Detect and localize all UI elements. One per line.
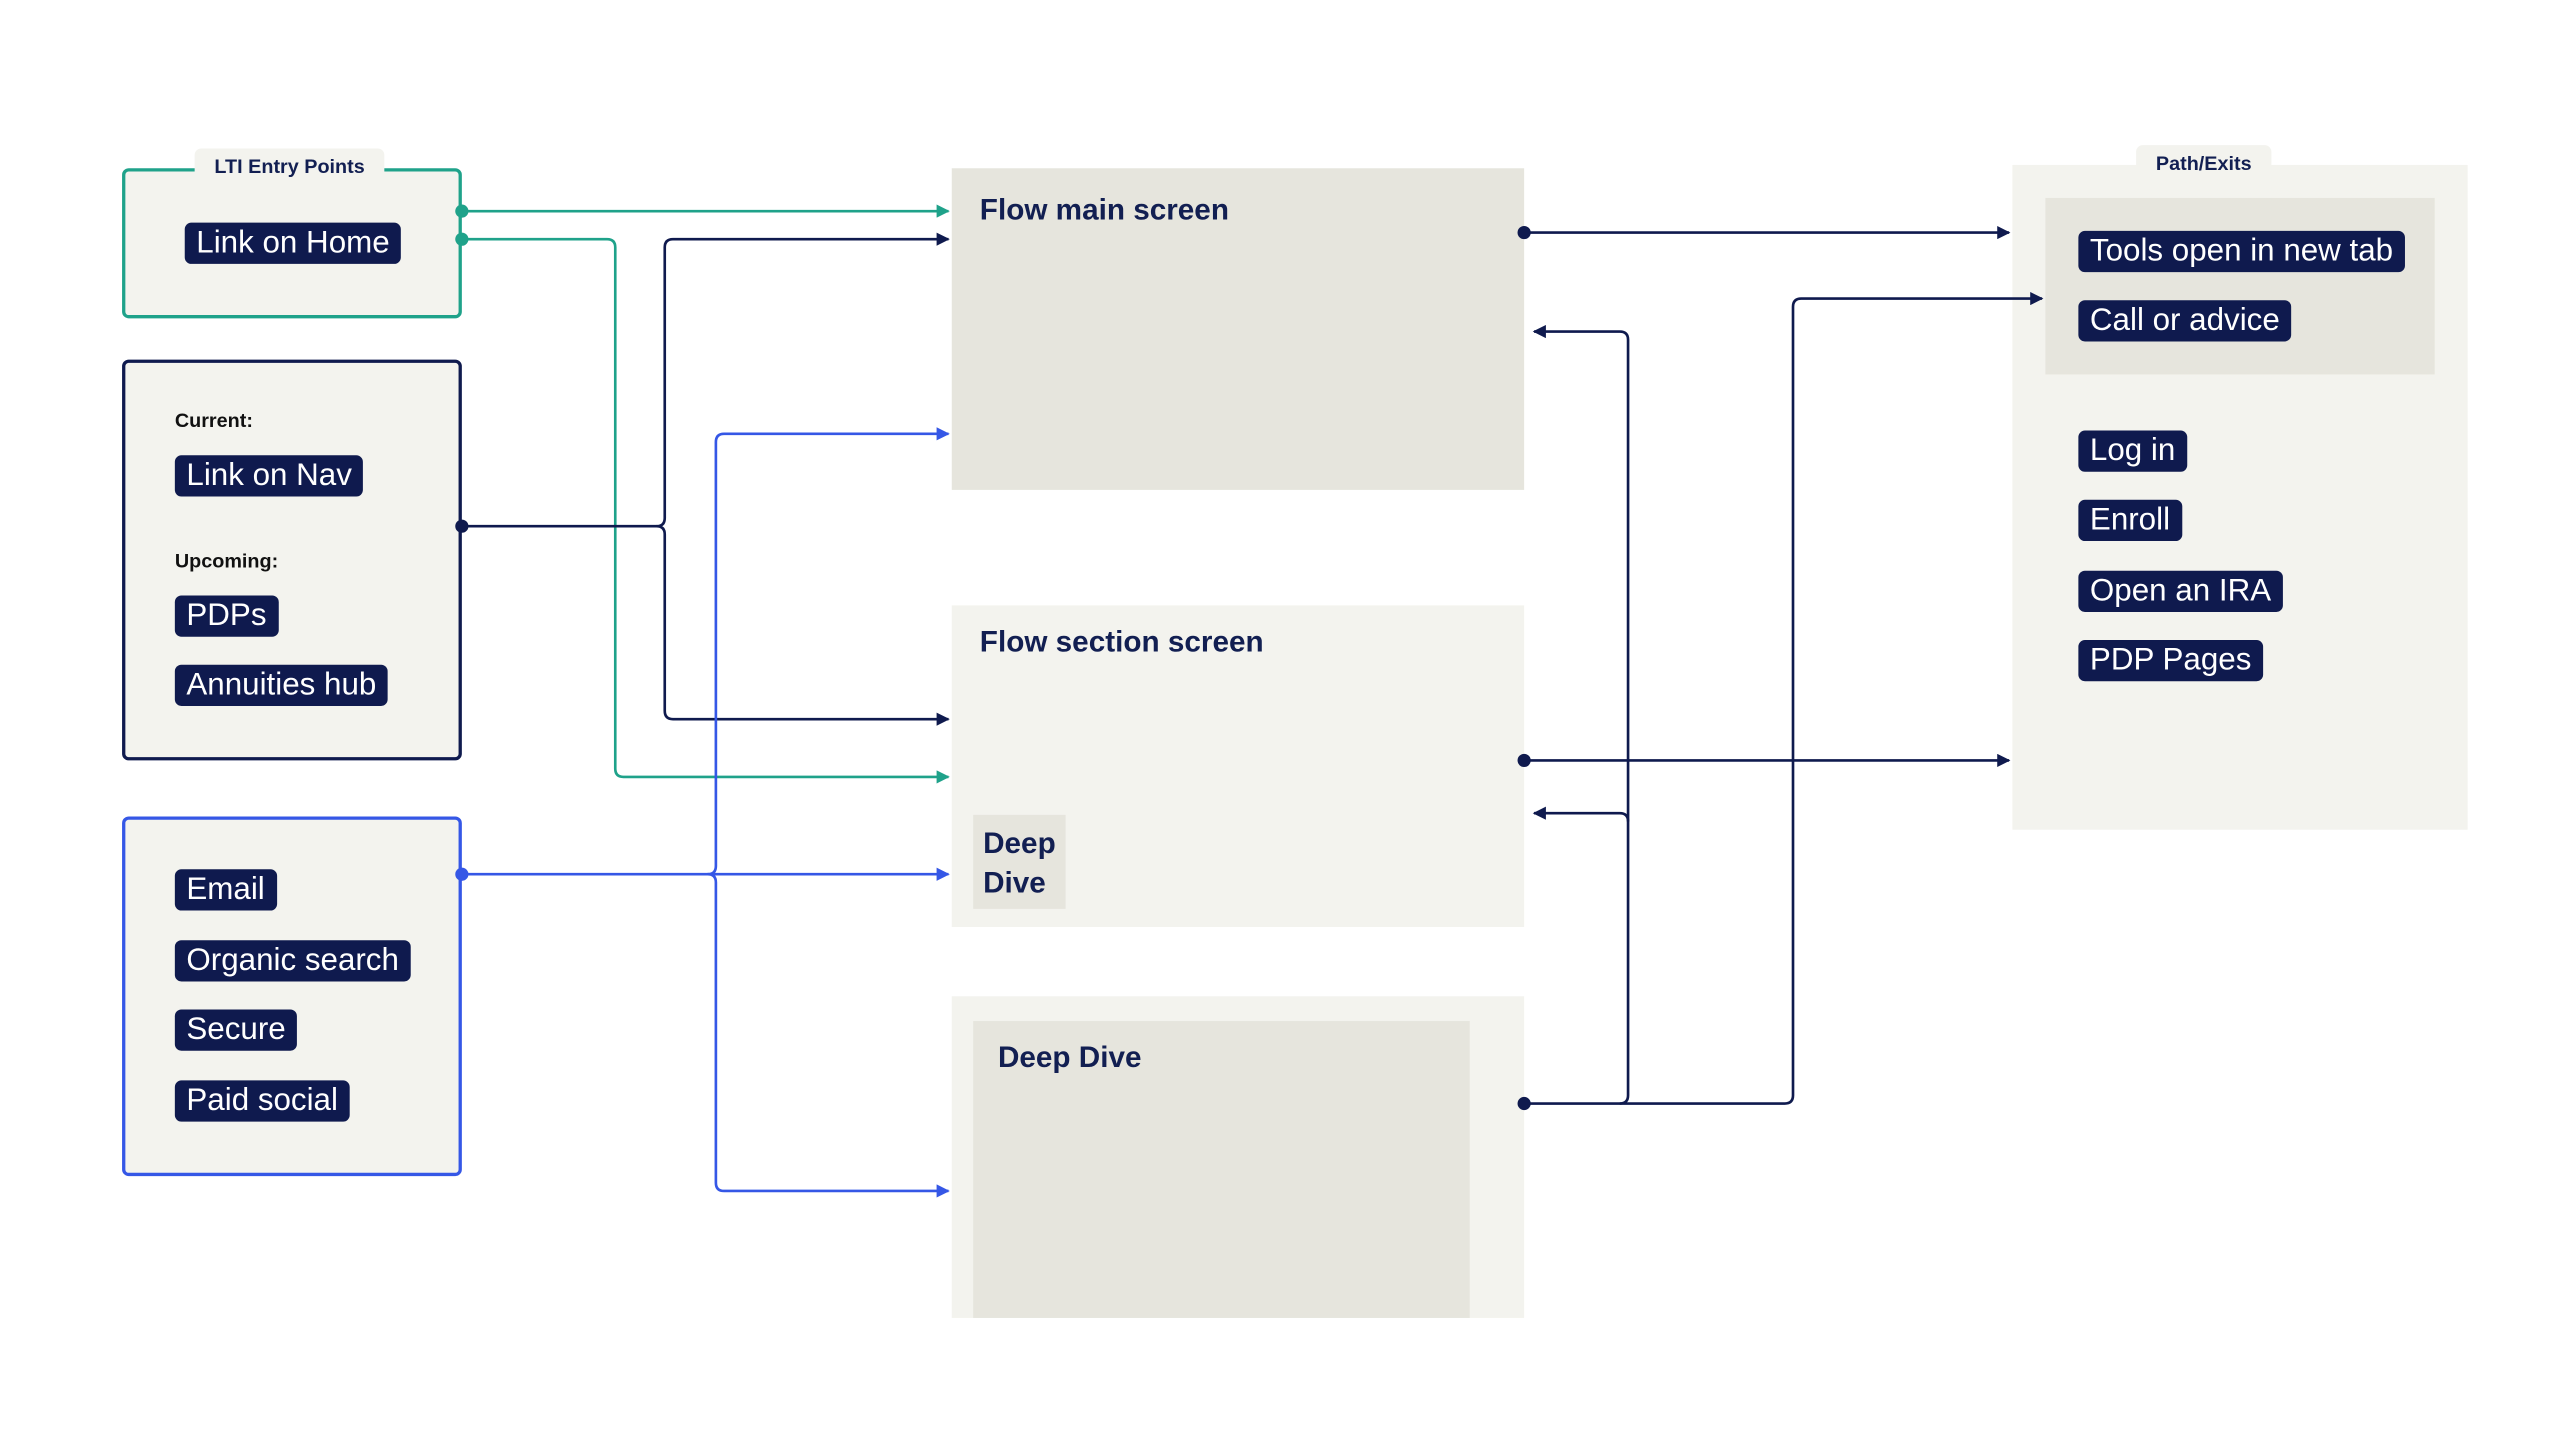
flow-main-screen (951, 168, 1525, 490)
organic-search-pill: Organic search (174, 940, 411, 982)
open-an-ira-pill: Open an IRA (2078, 570, 2283, 612)
flow-section-screen-title: Flow section screen (979, 625, 1264, 659)
upcoming-label: Upcoming: (174, 549, 279, 573)
navy-connector-main (461, 232, 950, 528)
flow-main-screen-title: Flow main screen (979, 192, 1229, 226)
exits-label: Path/Exits (2136, 145, 2272, 179)
enroll-pill: Enroll (2078, 499, 2182, 542)
pdp-pages-pill: PDP Pages (2078, 640, 2263, 682)
dot-section (1517, 753, 1531, 768)
annuities-hub-pill: Annuities hub (174, 664, 388, 706)
section-deep-dive-label: Deep Dive (983, 826, 1056, 899)
navy-connector-section (656, 524, 950, 726)
pdps-pill: PDPs (174, 595, 279, 637)
dot-nav (455, 519, 469, 533)
dot-deep-dive (1517, 1096, 1531, 1111)
dot-home-1 (455, 204, 469, 218)
section-deep-dive-box (973, 814, 1066, 909)
dot-main (1517, 225, 1531, 240)
email-pill: Email (174, 869, 277, 911)
dot-channels (455, 867, 469, 881)
deep-dive-to-tools-connector (1524, 291, 2044, 1105)
blue-connector-main (707, 427, 950, 876)
blue-connector-deep-dive (707, 872, 950, 1198)
exits-boxed-group (2045, 197, 2435, 375)
link-on-home-pill: Link on Home (184, 222, 402, 264)
current-label: Current: (174, 409, 253, 433)
tools-new-tab-pill: Tools open in new tab (2078, 230, 2405, 273)
secure-pill: Secure (174, 1009, 298, 1051)
call-or-advice-pill: Call or advice (2078, 300, 2292, 342)
deep-dive-to-main-connector (1532, 324, 1630, 1105)
log-in-pill: Log in (2078, 430, 2187, 472)
dot-home-2 (455, 232, 469, 246)
lti-entry-label: LTI Entry Points (194, 148, 385, 182)
deep-dive-to-section-connector (1532, 806, 1630, 822)
paid-social-pill: Paid social (174, 1080, 350, 1122)
link-on-nav-pill: Link on Nav (174, 455, 364, 497)
teal-connector-section (461, 237, 950, 784)
deep-dive-inner-panel (973, 1021, 1470, 1318)
deep-dive-screen-title: Deep Dive (997, 1040, 1142, 1074)
